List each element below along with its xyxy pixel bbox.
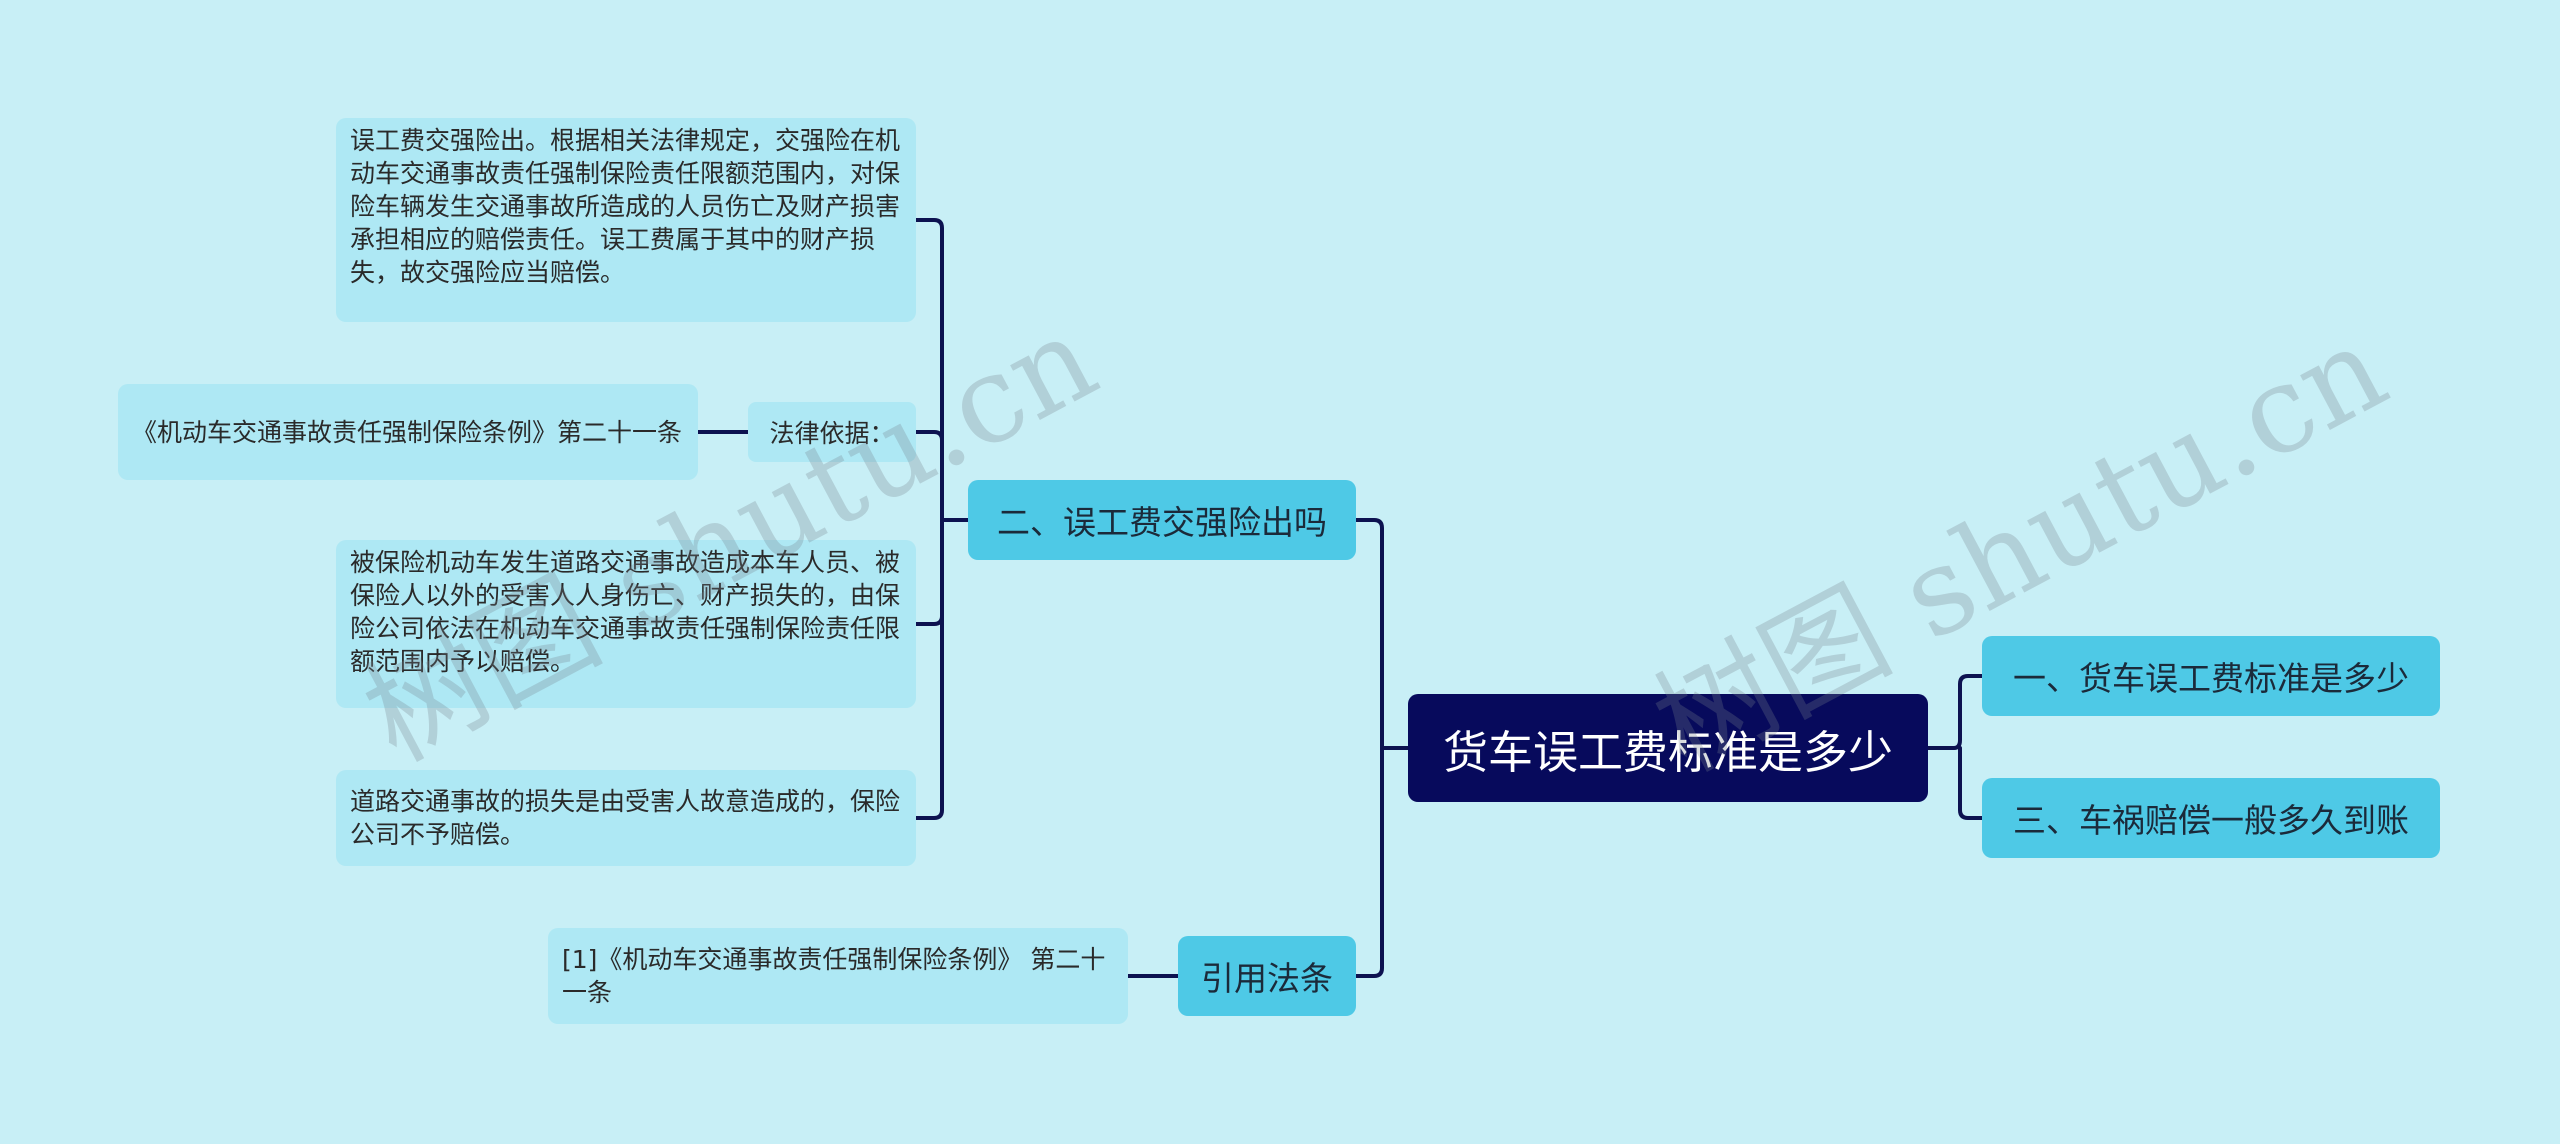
leaf-node-text: 法律依据： [769, 419, 895, 448]
branch-node-compensation-arrival-time[interactable]: 三、车祸赔偿一般多久到账 [1982, 778, 2440, 858]
leaf-node-text: 误工费交强险出。根据相关法律规定，交强险在机动车交通事故责任强制保险责任限额范围… [350, 126, 901, 287]
branch-node-label: 三、车祸赔偿一般多久到账 [2013, 801, 2409, 840]
branch-node-label: 引用法条 [1201, 959, 1333, 998]
branch-node-label: 一、货车误工费标准是多少 [2013, 659, 2409, 698]
branch-node-label: 二、误工费交强险出吗 [997, 503, 1327, 542]
leaf-node-text: 《机动车交通事故责任强制保险条例》第二十一条 [132, 417, 683, 447]
root-node-label: 货车误工费标准是多少 [1442, 725, 1893, 779]
connector-section2-children [914, 218, 970, 820]
leaf-node-legal-basis-label[interactable]: 法律依据： [748, 402, 916, 462]
leaf-node-text: 被保险机动车发生道路交通事故造成本车人员、被保险人以外的受害人人身伤亡、财产损失… [350, 548, 901, 676]
leaf-node-lost-wages-covered[interactable]: 误工费交强险出。根据相关法律规定，交强险在机动车交通事故责任强制保险责任限额范围… [336, 118, 916, 322]
branch-node-truck-lost-wages-standard[interactable]: 一、货车误工费标准是多少 [1982, 636, 2440, 716]
connector-root-right [1926, 674, 1984, 820]
root-node[interactable]: 货车误工费标准是多少 [1408, 694, 1928, 802]
leaf-node-text: [1]《机动车交通事故责任强制保险条例》 第二十一条 [562, 945, 1106, 1007]
leaf-node-citation-text[interactable]: [1]《机动车交通事故责任强制保险条例》 第二十一条 [548, 928, 1128, 1024]
leaf-node-insurer-compensation-rule[interactable]: 被保险机动车发生道路交通事故造成本车人员、被保险人以外的受害人人身伤亡、财产损失… [336, 540, 916, 708]
leaf-node-text: 道路交通事故的损失是由受害人故意造成的，保险公司不予赔偿。 [350, 787, 901, 849]
branch-node-lost-wages-compulsory-insurance[interactable]: 二、误工费交强险出吗 [968, 480, 1356, 560]
connector-root-left [1354, 518, 1410, 978]
branch-node-cited-law[interactable]: 引用法条 [1178, 936, 1356, 1016]
leaf-node-regulation-article-21[interactable]: 《机动车交通事故责任强制保险条例》第二十一条 [118, 384, 698, 480]
leaf-node-intentional-loss-exclusion[interactable]: 道路交通事故的损失是由受害人故意造成的，保险公司不予赔偿。 [336, 770, 916, 866]
